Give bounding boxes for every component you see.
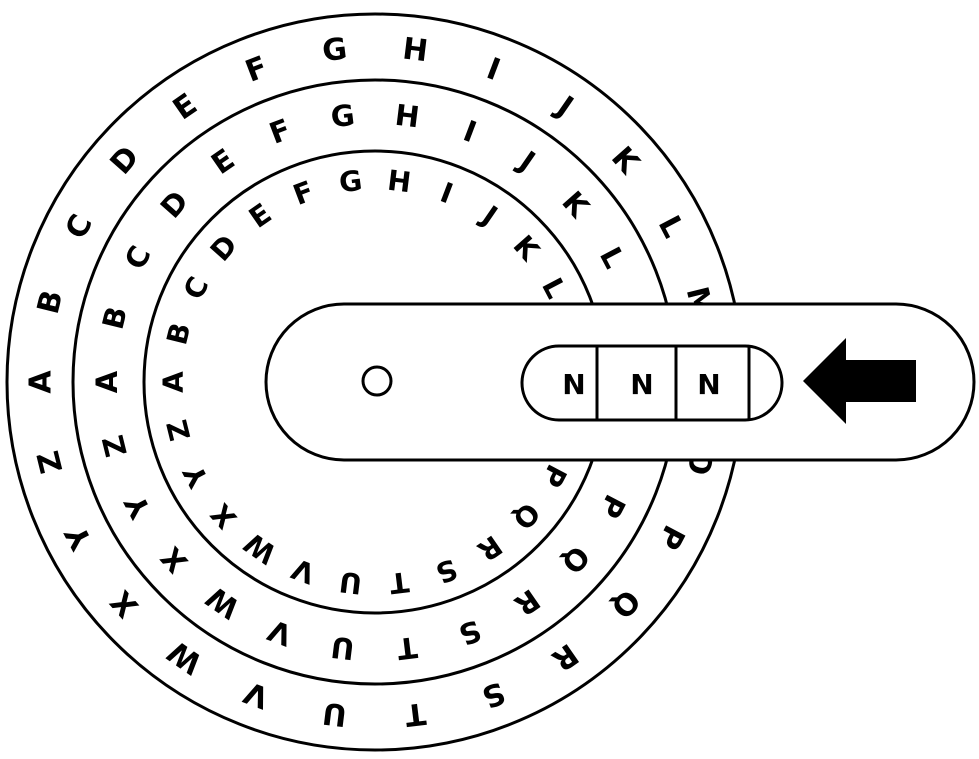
window-letter-inner: N: [697, 368, 720, 401]
inner-ring-letter-h: H: [386, 164, 413, 200]
inner-ring-letter-v: V: [287, 552, 319, 591]
outer-ring-letter-c: C: [59, 209, 100, 245]
outer-ring-letter-z: Z: [31, 447, 70, 477]
middle-ring-letter-f: F: [265, 112, 296, 151]
middle-ring-letter-r: R: [508, 582, 546, 623]
inner-ring-letter-y: Y: [176, 459, 215, 494]
outer-ring-letter-v: V: [239, 674, 274, 715]
outer-ring-letter-q: Q: [603, 582, 646, 624]
middle-ring-letter-x: X: [154, 540, 194, 579]
outer-ring-letter-p: P: [650, 519, 691, 555]
middle-ring-letter-u: U: [329, 630, 356, 667]
outer-ring-letter-f: F: [241, 50, 273, 90]
outer-ring-letter-g: G: [320, 32, 349, 70]
middle-ring-letter-z: Z: [96, 432, 134, 461]
middle-ring-letter-s: S: [454, 613, 486, 652]
outer-ring-letter-d: D: [104, 140, 147, 182]
inner-ring-letter-q: Q: [506, 496, 546, 536]
middle-ring-letter-v: V: [263, 613, 297, 653]
middle-ring-letter-j: J: [511, 143, 541, 178]
inner-ring-letter-s: S: [431, 552, 462, 590]
outer-ring-letter-h: H: [401, 32, 430, 70]
outer-ring-letter-j: J: [549, 88, 580, 124]
outer-ring-letter-i: I: [482, 51, 505, 88]
middle-ring-letter-k: K: [555, 185, 596, 226]
inner-ring-letter-p: P: [535, 459, 574, 493]
outer-ring-letter-u: U: [320, 695, 348, 733]
window-letter-outer: N: [562, 368, 585, 401]
letter-window: N N N: [520, 344, 784, 422]
window-letter-middle: N: [630, 368, 653, 401]
inner-ring-letter-u: U: [337, 565, 364, 601]
inner-ring-letter-g: G: [337, 164, 364, 200]
inner-ring-letter-f: F: [289, 174, 319, 212]
inner-ring-letter-t: T: [388, 565, 411, 600]
inner-ring-letter-i: I: [436, 176, 457, 211]
outer-ring-letter-s: S: [477, 674, 510, 714]
middle-ring-letter-h: H: [393, 98, 421, 135]
inner-ring-letter-c: C: [177, 271, 216, 305]
middle-ring-letter-c: C: [118, 240, 158, 275]
outer-ring-letter-e: E: [167, 87, 204, 127]
inner-ring-letter-k: K: [507, 229, 547, 268]
outer-ring-letter-x: X: [104, 583, 146, 624]
outer-ring-letter-y: Y: [58, 518, 100, 556]
arrow-left-icon: [803, 338, 916, 424]
outer-ring-letter-k: K: [604, 140, 647, 182]
middle-ring-letter-i: I: [459, 114, 481, 150]
outer-ring-letter-a: A: [24, 370, 59, 394]
inner-ring-letter-a: A: [157, 371, 190, 393]
inner-ring-letter-x: X: [204, 497, 243, 535]
letter-window-frame: [520, 344, 784, 422]
outer-ring-letter-r: R: [545, 636, 584, 678]
middle-ring-letter-q: Q: [555, 539, 597, 580]
middle-ring-letter-p: P: [592, 489, 632, 524]
middle-ring-letter-l: L: [593, 241, 632, 273]
middle-ring-letter-g: G: [329, 98, 357, 135]
inner-ring-letter-z: Z: [160, 416, 197, 444]
middle-ring-letter-b: B: [96, 303, 134, 333]
pivot-hole-icon: [361, 365, 393, 397]
outer-ring-letter-l: L: [651, 210, 691, 243]
inner-ring-letter-b: B: [160, 319, 197, 348]
outer-ring-letter-w: W: [162, 633, 209, 681]
inner-ring-letter-l: L: [535, 273, 573, 304]
inner-ring-letter-d: D: [204, 228, 244, 267]
outer-ring-letter-b: B: [31, 287, 70, 318]
outer-ring-letter-t: T: [403, 695, 428, 732]
inner-ring-letter-w: W: [238, 526, 282, 571]
middle-ring-letter-y: Y: [117, 488, 158, 524]
inner-ring-letter-e: E: [243, 197, 277, 235]
middle-ring-letter-w: W: [200, 580, 246, 626]
middle-ring-letter-t: T: [395, 630, 419, 666]
slider-bar[interactable]: N N N: [264, 302, 976, 462]
middle-ring-letter-e: E: [205, 142, 241, 181]
middle-ring-letter-d: D: [154, 184, 195, 225]
inner-ring-letter-j: J: [474, 198, 503, 232]
middle-ring-letter-a: A: [90, 370, 124, 393]
inner-ring-letter-r: R: [471, 528, 507, 567]
